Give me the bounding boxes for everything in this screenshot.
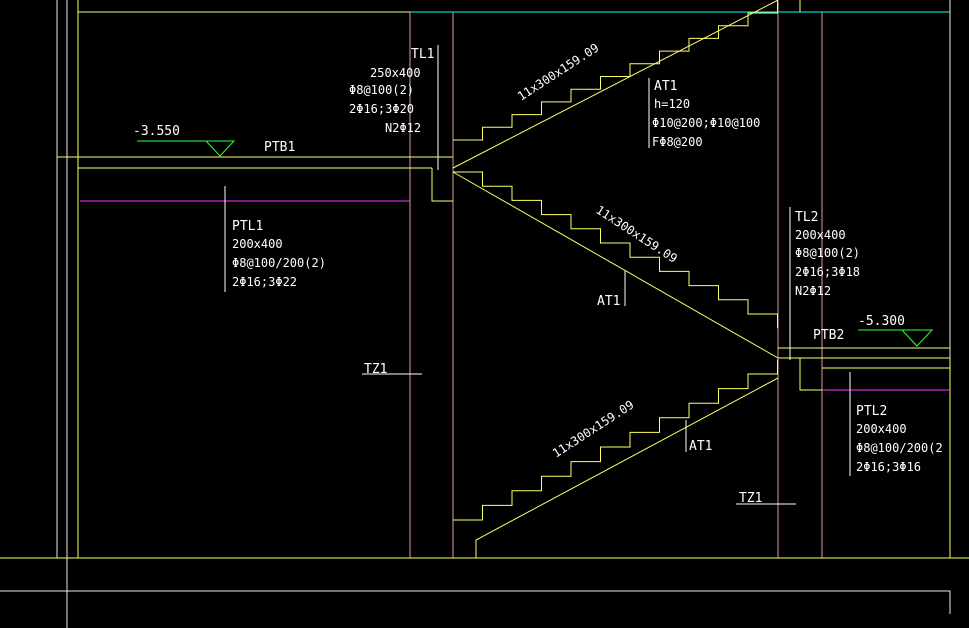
tz1-right-label: TZ1	[739, 491, 762, 506]
flight-middle-soffit	[452, 171, 779, 359]
structure	[0, 0, 969, 559]
level-markers	[137, 140, 934, 347]
at1-top-bars: Φ10@200;Φ10@100	[652, 116, 760, 130]
ptl2-name: PTL2	[856, 404, 887, 419]
slab-label-ptb2: PTB2	[813, 328, 844, 343]
level-marker-2	[858, 329, 934, 347]
tl1-stirrup: Φ8@100(2)	[349, 83, 414, 97]
flight-lower-steps	[453, 359, 778, 521]
rebar-lines	[80, 200, 950, 391]
ptl1-size: 200x400	[232, 237, 283, 251]
tl2-bars: 2Φ16;3Φ18	[795, 265, 860, 279]
elevation-label-1: -3.550	[133, 124, 180, 139]
ptl2-bars: 2Φ16;3Φ16	[856, 460, 921, 474]
elevation-label-2: -5.300	[858, 314, 905, 329]
ptl2-size: 200x400	[856, 422, 907, 436]
beam-tl2-outline	[799, 358, 822, 391]
tl2-stirrup: Φ8@100(2)	[795, 246, 860, 260]
flight-lower-soffit	[475, 377, 779, 558]
ptl1-bars: 2Φ16;3Φ22	[232, 275, 297, 289]
at1-mid-label: AT1	[597, 294, 620, 309]
ptl2-stirrup: Φ8@100/200(2	[856, 441, 943, 455]
at1-top-thickness: h=120	[654, 97, 690, 111]
at1-top-dist: FΦ8@200	[652, 135, 703, 149]
ptl1-name: PTL1	[232, 219, 263, 234]
leader-lines	[224, 45, 851, 505]
tl2-name: TL2	[795, 210, 818, 225]
tl2-size: 200x400	[795, 228, 846, 242]
columns	[409, 0, 823, 558]
tl2-side: N2Φ12	[795, 284, 831, 298]
tz1-left-label: TZ1	[364, 362, 387, 377]
flight-upper-soffit	[452, 0, 779, 169]
stair-flights	[452, 0, 779, 558]
level-marker-1	[137, 140, 236, 157]
frame-line-bottom	[0, 590, 951, 614]
tl1-size: 250x400	[370, 66, 421, 80]
flight-middle-steps	[453, 171, 778, 329]
tl1-side: N2Φ12	[385, 121, 421, 135]
tl1-name: TL1	[411, 47, 434, 62]
ptl1-stirrup: Φ8@100/200(2)	[232, 256, 326, 270]
tl1-bars: 2Φ16;3Φ20	[349, 102, 414, 116]
slab-label-ptb1: PTB1	[264, 140, 295, 155]
beam-tl1-outline	[431, 168, 453, 202]
at1-low-label: AT1	[689, 439, 712, 454]
at1-top-name: AT1	[654, 79, 677, 94]
